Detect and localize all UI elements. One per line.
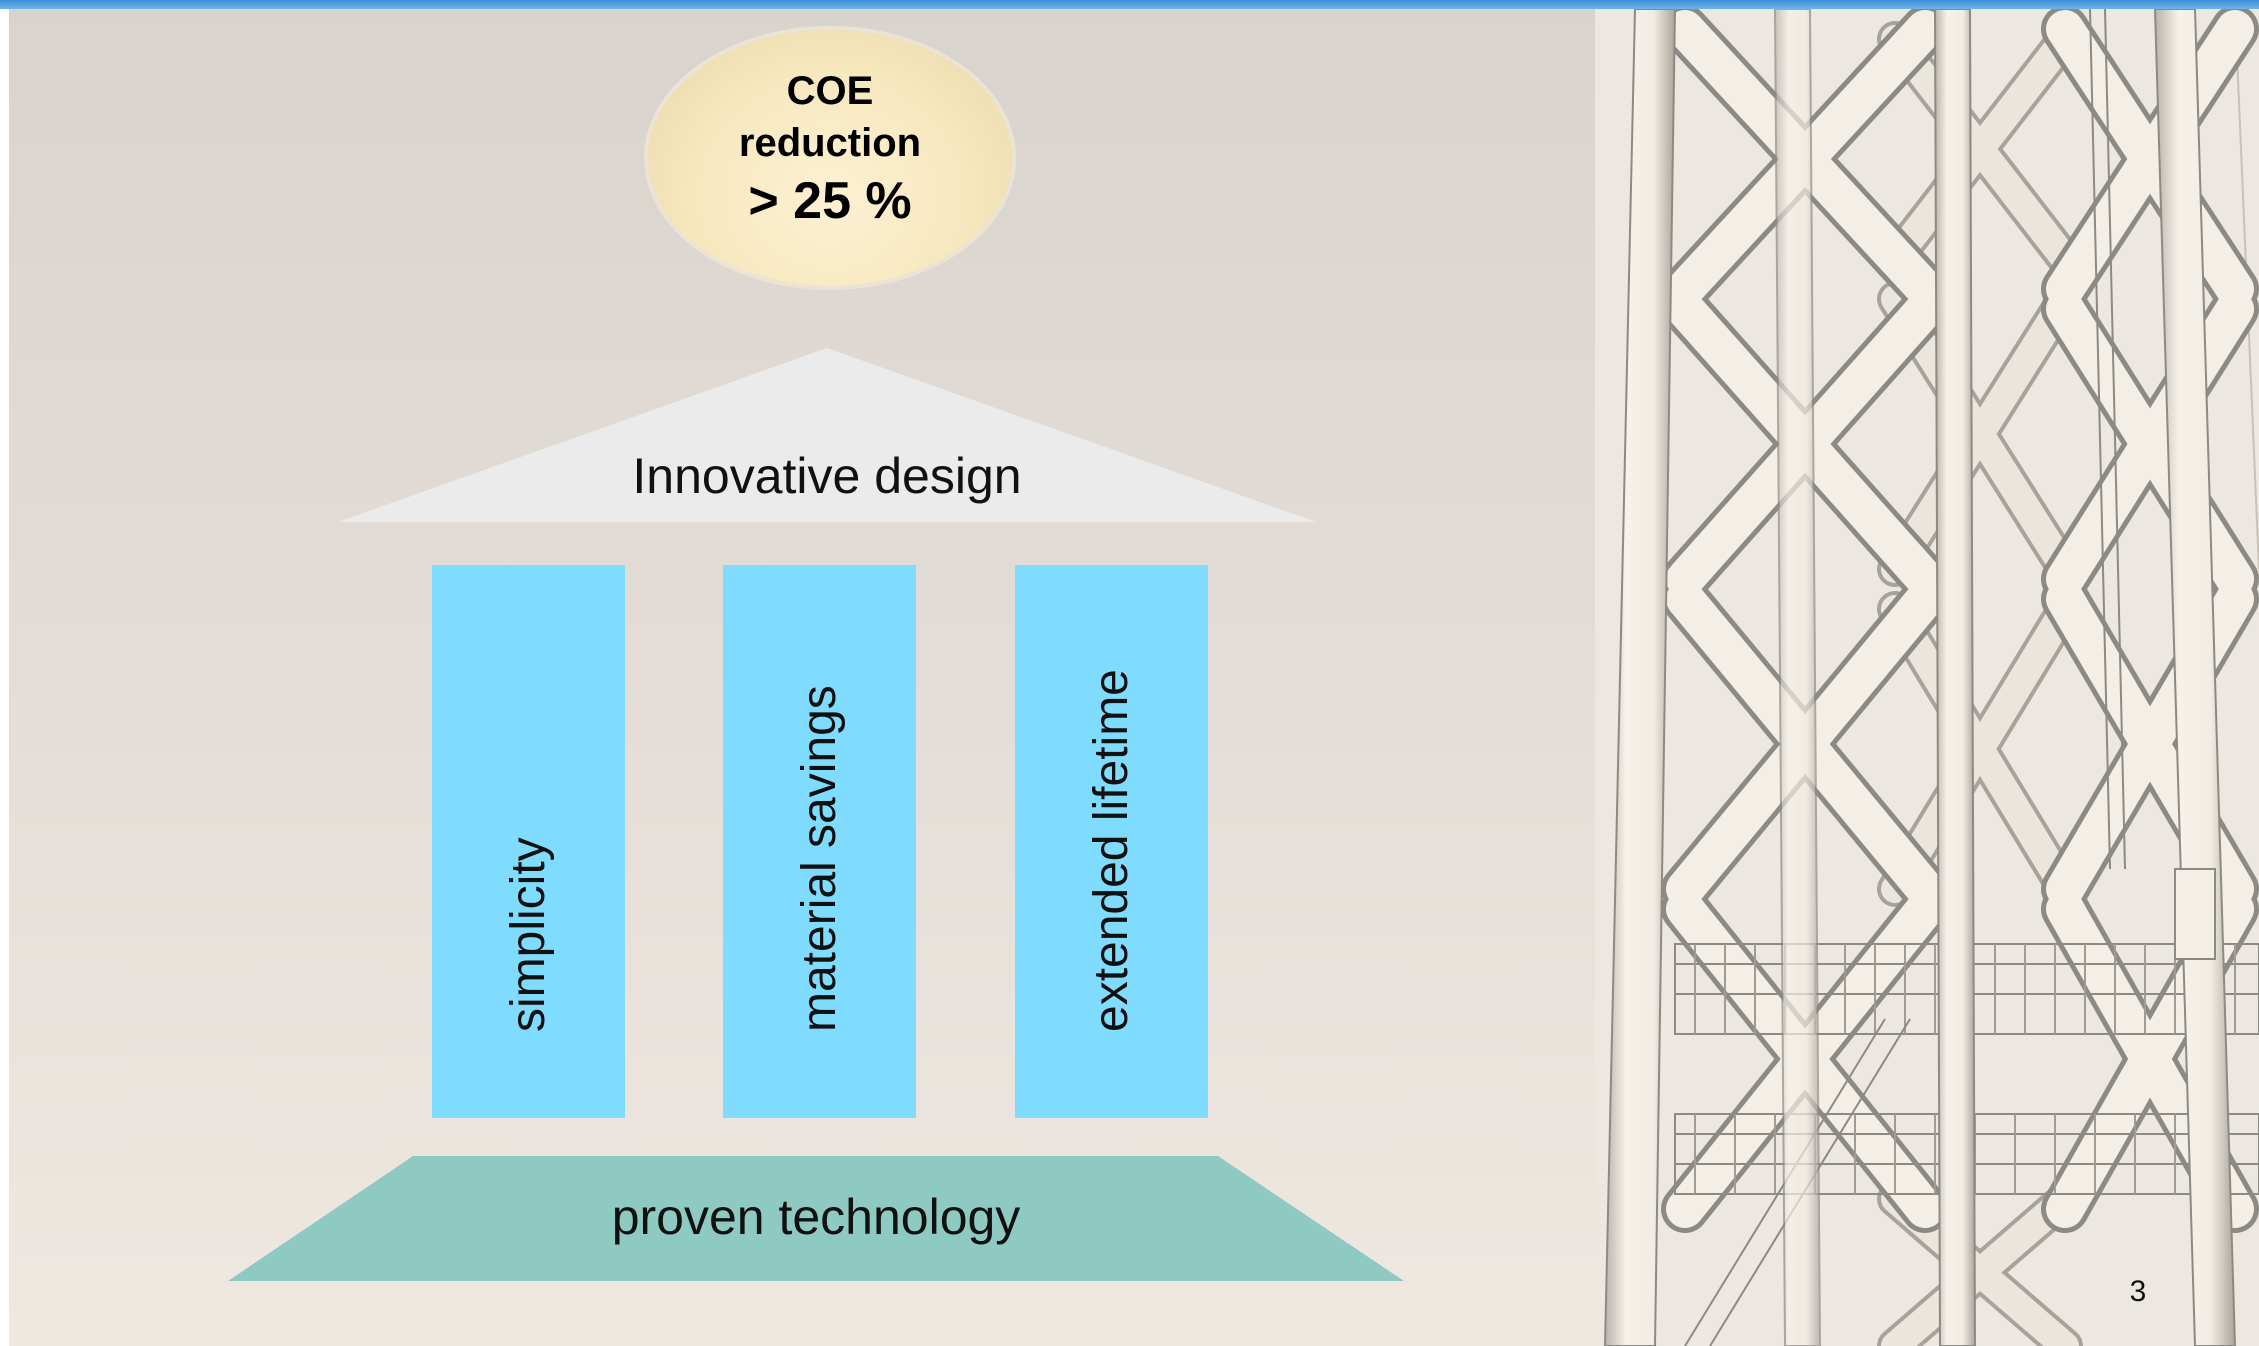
- base-trapezoid: [228, 1156, 1404, 1281]
- top-rule: [0, 0, 2259, 9]
- pillar-label: material savings: [792, 685, 846, 1032]
- pillar-label: simplicity: [501, 837, 555, 1032]
- pillar-label: extended lifetime: [1084, 669, 1138, 1032]
- page-number: 3: [2129, 1275, 2147, 1308]
- pillar-simplicity: simplicity: [432, 565, 625, 1118]
- reduction-label: reduction: [738, 121, 922, 165]
- left-rule: [0, 9, 9, 1346]
- proven-technology-label: proven technology: [611, 1189, 1021, 1245]
- roof-triangle: [338, 348, 1316, 522]
- pillar-material-savings: material savings: [723, 565, 916, 1118]
- reduction-value: > 25 %: [748, 172, 912, 230]
- pillar-extended-lifetime: extended lifetime: [1015, 565, 1208, 1118]
- coe-reduction-badge: COE reduction > 25 %: [648, 30, 1012, 286]
- lattice-tower-image: [1595, 9, 2259, 1346]
- innovative-design-label: Innovative design: [632, 448, 1022, 504]
- coe-label: COE: [786, 69, 874, 113]
